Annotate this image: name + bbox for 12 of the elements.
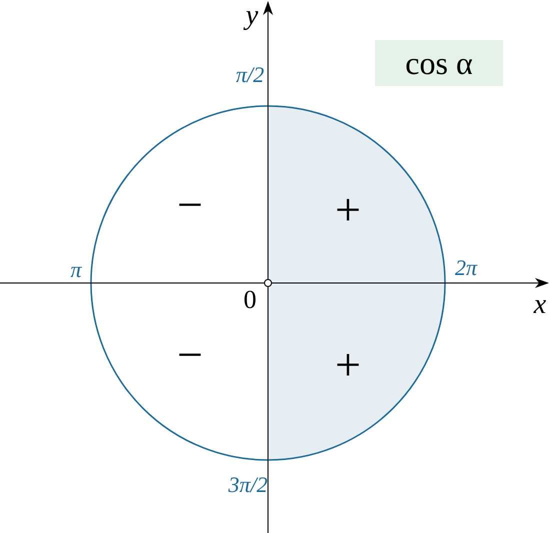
sign-symbol: −: [177, 332, 203, 378]
origin-label: 0: [244, 287, 256, 313]
angle-label: 3π/2: [228, 474, 268, 496]
angle-label: 2π: [454, 257, 478, 279]
angle-label: π: [70, 259, 82, 281]
axis-label: y: [246, 2, 258, 30]
formula-label: cos α: [375, 40, 503, 86]
sign-symbol: −: [177, 182, 203, 228]
angle-label: π/2: [236, 64, 264, 86]
sign-symbol: +: [335, 342, 361, 388]
sign-symbol: +: [335, 187, 361, 233]
axis-label: x: [534, 291, 546, 319]
